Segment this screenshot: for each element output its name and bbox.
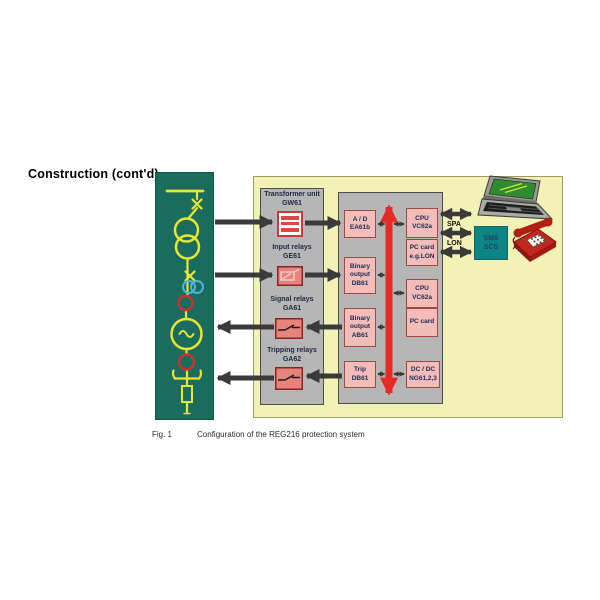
card-cpu-1: CPU VC62a (406, 208, 438, 238)
card-line: A / D (352, 215, 368, 223)
card-pc-card-2: PC card (406, 308, 438, 337)
group-code: GA62 (282, 355, 302, 363)
card-line: AB61 (351, 331, 369, 339)
card-line: CPU (415, 285, 429, 293)
card-ad-converter: A / D EA61b (344, 210, 376, 238)
card-line: DC / DC (410, 366, 436, 374)
card-cpu-2: CPU VC62a (406, 279, 438, 308)
rack-group-label: Input relays GE61 (261, 244, 323, 262)
card-line: DB61 (351, 374, 369, 382)
group-label: Input relays (272, 244, 312, 251)
card-line: DB61 (351, 279, 369, 287)
transformer-unit-icon (277, 211, 303, 237)
card-line: Trip (354, 366, 366, 374)
page-title: Construction (cont'd) (28, 167, 159, 181)
caption-text: Configuration of the REG216 protection s… (197, 430, 365, 439)
card-line: Binary (349, 263, 371, 271)
spa-bus-label: SPA (447, 221, 461, 228)
sms-line: SCS (483, 244, 499, 251)
card-line: PC card (409, 318, 435, 326)
card-binary-output-db61: Binary output DB61 (344, 257, 376, 294)
rack-group-label: Transformer unit GW61 (261, 191, 323, 209)
card-line: Binary (349, 315, 371, 323)
card-line: PC card (409, 244, 435, 252)
sms-scs-box: SMS SCS (474, 226, 508, 260)
card-line: e.g.LON (409, 252, 435, 260)
card-line: output (349, 323, 371, 331)
card-pc-card-lon: PC card e.g.LON (406, 239, 438, 266)
card-line: NG61,2,3 (409, 374, 437, 382)
laptop-icon (476, 174, 554, 226)
caption-fig-number: Fig. 1 (152, 430, 173, 439)
group-code: GA61 (282, 304, 302, 312)
group-code: GE61 (283, 252, 301, 260)
card-binary-output-ab61: Binary output AB61 (344, 308, 376, 347)
rack-group-label: Tripping relays GA62 (261, 347, 323, 365)
card-line: output (349, 271, 371, 279)
tripping-relay-icon (275, 367, 303, 390)
figure-caption: Fig. 1 Configuration of the REG216 prote… (152, 430, 365, 439)
input-relay-icon (277, 266, 303, 286)
rack-group-label: Signal relays GA61 (261, 296, 323, 314)
plant-panel (155, 172, 214, 420)
card-line: VC62a (412, 223, 432, 230)
card-trip: Trip DB61 (344, 361, 376, 388)
group-label: Signal relays (270, 296, 314, 303)
sms-line: SMS (483, 234, 499, 242)
lon-bus-label: LON (447, 240, 462, 247)
group-label: Tripping relays (267, 347, 317, 354)
telephone-icon (508, 217, 560, 267)
single-line-diagram-icon (165, 189, 205, 415)
card-line: CPU (415, 214, 429, 222)
card-line: VC62a (412, 293, 432, 301)
card-line: EA61b (349, 224, 371, 231)
card-dc-dc: DC / DC NG61,2,3 (406, 361, 440, 388)
signal-relay-icon (275, 318, 303, 339)
group-label: Transformer unit (264, 191, 320, 198)
group-code: GW61 (282, 199, 302, 207)
